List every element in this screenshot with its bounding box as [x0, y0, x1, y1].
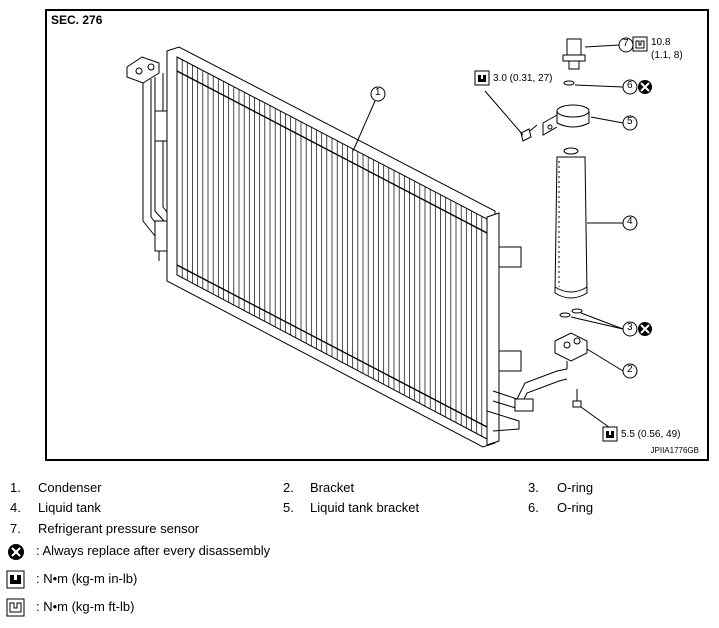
lower-bolt-torque-value: 5.5 (0.56, 49): [621, 429, 681, 440]
legend-label-o-ring-6: O-ring: [557, 500, 594, 515]
legend-num-7: 7.: [10, 521, 21, 536]
legend-num-2: 2.: [283, 480, 294, 495]
legend-num-5: 5.: [283, 500, 294, 515]
legend-num-1: 1.: [10, 480, 21, 495]
nm-in-lb-key-text: : N•m (kg-m in-lb): [36, 571, 138, 586]
torque-ft-lb-icon: [6, 598, 25, 617]
bracket-bolt-lower: [572, 389, 582, 408]
sensor-torque-value-alt: (1.1, 8): [651, 50, 683, 61]
sensor-torque-value: 10.8: [651, 37, 671, 48]
legend-num-3: 3.: [528, 480, 539, 495]
callout-7: 7: [623, 38, 629, 49]
callout-6: 6: [627, 80, 633, 91]
legend-label-condenser: Condenser: [38, 480, 102, 495]
refrigerant-pressure-sensor: [562, 38, 586, 70]
condenser-side-tank: [486, 212, 568, 446]
legend-num-4: 4.: [10, 500, 21, 515]
legend-label-o-ring-3: O-ring: [557, 480, 594, 495]
o-rings: [559, 80, 583, 318]
legend-label-pressure-sensor: Refrigerant pressure sensor: [38, 521, 200, 536]
torque-in-lb-icon: [6, 570, 25, 589]
torque-symbols: [474, 36, 648, 442]
exploded-view-figure: SEC. 276 JPIIA1776GB 1 7 6 5 4 3 2 10.8 …: [45, 9, 709, 461]
callout-1: 1: [375, 87, 381, 98]
legend-label-bracket: Bracket: [310, 480, 355, 495]
liquid-tank: [554, 147, 588, 299]
condenser-inlet-pipes: [126, 56, 180, 261]
legend-label-liquid-tank-bracket: Liquid tank bracket: [310, 500, 420, 515]
legend-num-6: 6.: [528, 500, 539, 515]
tank-lower-bracket: [554, 332, 588, 369]
figure-code: JPIIA1776GB: [650, 446, 699, 455]
replace-icon: [8, 544, 24, 560]
callout-4: 4: [627, 216, 633, 227]
replace-symbols: [638, 80, 652, 336]
callout-circles: [370, 37, 638, 379]
callout-5: 5: [627, 116, 633, 127]
replace-key-text: : Always replace after every disassembly: [36, 543, 271, 558]
condenser-core: [166, 46, 496, 448]
upper-bolt-torque-value: 3.0 (0.31, 27): [493, 73, 553, 84]
nm-ft-lb-key-text: : N•m (kg-m ft-lb): [36, 599, 135, 614]
component-illustration: [126, 36, 652, 448]
leader-lines: [352, 44, 624, 434]
callout-3: 3: [627, 322, 633, 333]
liquid-tank-bracket: [542, 104, 590, 136]
legend-label-liquid-tank: Liquid tank: [38, 500, 101, 515]
section-label: SEC. 276: [51, 13, 103, 27]
bracket-bolt-upper: [520, 124, 538, 142]
callout-2: 2: [627, 364, 633, 375]
